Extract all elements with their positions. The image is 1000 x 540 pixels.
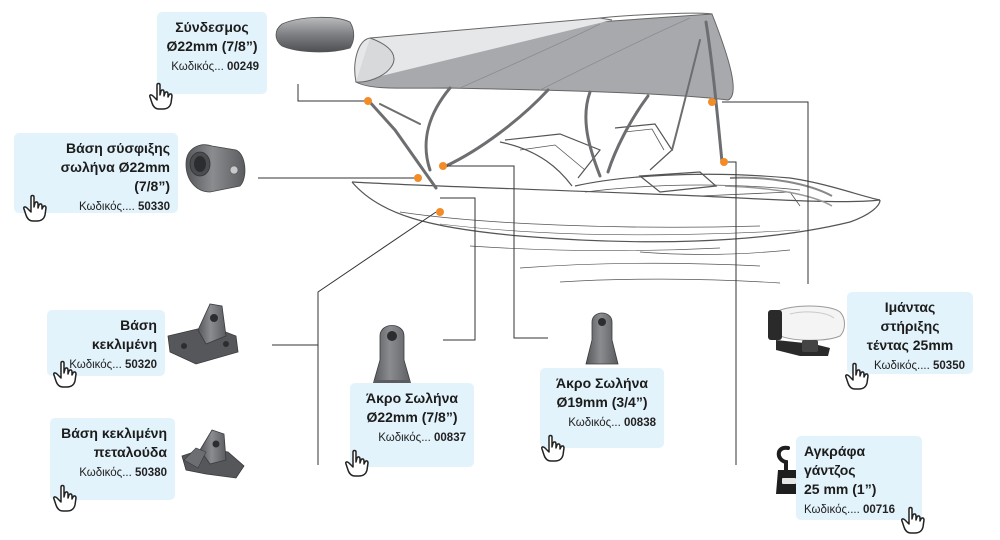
pipe-clamp-icon [185,144,246,193]
part-label-deck-hinge[interactable]: Βάση κεκλιμένη Κωδικός... 50320 [47,310,165,376]
part-label-strap[interactable]: Ιμάντας στήριξης τέντας 25mm Κωδικός....… [847,292,973,374]
part-code: Κωδικός.... 50350 [874,360,965,372]
pointing-hand-icon [53,360,77,388]
end-cap-icon [585,312,619,365]
part-label-clamp[interactable]: Βάση σύσφιξης σωλήνα Ø22mm (7/8”) Κωδικό… [14,133,178,213]
part-title: Άκρο Σωλήνα Ø22mm (7/8”) [366,390,458,425]
part-code: Κωδικός... 50380 [79,467,167,479]
hook-clip-icon [776,445,802,494]
pointing-hand-icon [53,484,77,512]
pointing-hand-icon [541,434,565,462]
pointing-hand-icon [901,506,925,534]
part-code: Κωδικός.... 00716 [804,504,895,516]
support-strap-icon [768,305,845,356]
part-label-end-cap-22[interactable]: Άκρο Σωλήνα Ø22mm (7/8”) Κωδικός... 0083… [350,383,474,467]
part-title: Αγκράφα γάντζος 25 mm (1”) [804,443,877,497]
tube-connector-icon [275,16,355,53]
part-code: Κωδικός... 00838 [568,417,656,429]
pointing-hand-icon [345,449,369,477]
callout-dot [439,162,447,170]
bimini-frame [366,20,724,190]
boat-drawing [351,123,881,284]
pointing-hand-icon [23,194,47,222]
canopy-drawing [354,12,734,101]
part-title: Ιμάντας στήριξης τέντας 25mm [866,299,954,353]
part-label-butterfly-hinge[interactable]: Βάση κεκλιμένη πεταλούδα Κωδικός... 5038… [50,418,175,500]
part-title: Άκρο Σωλήνα Ø19mm (3/4”) [556,375,648,410]
pointing-hand-icon [149,82,173,110]
deck-hinge-icon [167,303,239,365]
callout-dot [436,208,444,216]
callout-dot [414,174,422,182]
callout-dot [364,97,372,105]
part-code: Κωδικός... 00249 [171,61,259,73]
part-code: Κωδικός... 50320 [69,359,157,371]
part-label-hook-clip[interactable]: Αγκράφα γάντζος 25 mm (1”) Κωδικός.... 0… [796,436,922,520]
butterfly-hinge-icon [181,429,245,479]
part-title: Βάση κεκλιμένη [91,317,157,352]
callout-dot [708,98,716,106]
part-title: Βάση κεκλιμένη πεταλούδα [61,425,167,460]
part-label-connector[interactable]: Σύνδεσμος Ø22mm (7/8”) Κωδικός... 00249 [157,12,267,94]
leader-lines [258,84,809,465]
part-code: Κωδικός... 00837 [378,432,466,444]
part-code: Κωδικός.... 50330 [79,201,170,213]
part-title: Βάση σύσφιξης σωλήνα Ø22mm (7/8”) [60,140,170,194]
callout-dot [720,158,728,166]
part-title: Σύνδεσμος Ø22mm (7/8”) [166,19,258,54]
part-label-end-cap-19[interactable]: Άκρο Σωλήνα Ø19mm (3/4”) Κωδικός... 0083… [540,368,664,448]
pointing-hand-icon [845,362,869,390]
end-cap-icon [371,325,413,389]
callout-dots [364,97,728,216]
